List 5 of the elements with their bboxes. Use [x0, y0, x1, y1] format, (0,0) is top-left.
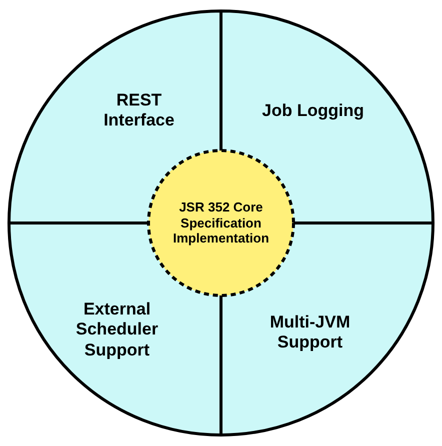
- node-label: External Scheduler Support: [74, 299, 160, 361]
- node-label: JSR 352 Core Specification Implementation: [172, 200, 270, 246]
- node-label: REST Interface: [102, 90, 176, 132]
- node-label: Job Logging: [261, 100, 365, 122]
- node-label: Multi-JVM Support: [268, 312, 352, 354]
